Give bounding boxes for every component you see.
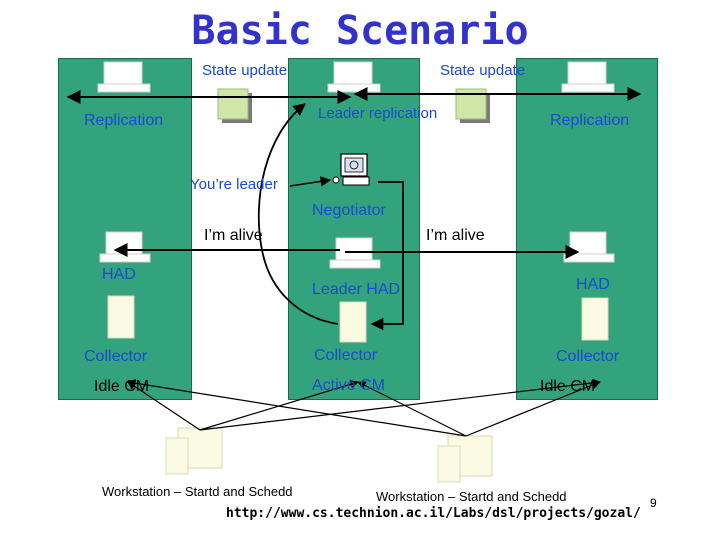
workstation-cm-links — [127, 378, 601, 437]
negotiator-icon — [332, 153, 370, 186]
machine-column-middle — [288, 58, 420, 400]
computer-icon — [99, 231, 151, 263]
page-number: 9 — [650, 496, 657, 510]
label-workstation-right: Workstation – Startd and Schedd — [376, 489, 567, 504]
label-leader-had: Leader HAD — [312, 281, 401, 298]
label-im-alive-left: I’m alive — [204, 227, 263, 244]
label-workstation-left: Workstation – Startd and Schedd — [102, 484, 293, 499]
label-collector-right: Collector — [556, 348, 620, 365]
label-idle-cm-right: Idle CM — [540, 378, 596, 395]
machine-column-left — [58, 58, 192, 400]
footer-url[interactable]: http://www.cs.technion.ac.il/Labs/dsl/pr… — [226, 506, 641, 521]
label-active-cm: Active CM — [312, 377, 385, 394]
machine-column-right — [516, 58, 658, 400]
label-collector-left: Collector — [84, 348, 148, 365]
computer-icon — [327, 61, 381, 93]
label-state-update-left: State update — [202, 62, 288, 79]
label-youre-leader: You’re leader — [190, 176, 278, 193]
computer-icon — [97, 61, 151, 93]
label-collector-middle: Collector — [314, 347, 378, 364]
collector-box — [107, 295, 135, 339]
label-had-right: HAD — [576, 276, 610, 293]
workstation-icon — [437, 435, 493, 483]
negotiator-arrow — [289, 176, 332, 187]
slide-title: Basic Scenario — [191, 8, 529, 54]
computer-icon — [563, 231, 615, 263]
label-leader-replication: Leader replication — [318, 105, 438, 122]
label-replication-left: Replication — [84, 112, 164, 129]
computer-icon — [561, 61, 615, 93]
label-replication-right: Replication — [550, 112, 630, 129]
document-icon — [217, 88, 252, 123]
label-idle-cm-left: Idle CM — [94, 378, 150, 395]
label-state-update-right: State update — [440, 62, 526, 79]
collector-box — [581, 297, 609, 341]
leader-had-connector — [370, 181, 404, 331]
label-negotiator: Negotiator — [312, 202, 386, 219]
collector-box — [339, 301, 367, 343]
workstation-icon — [165, 427, 223, 475]
label-im-alive-right: I’m alive — [426, 227, 485, 244]
label-had-left: HAD — [102, 266, 136, 283]
